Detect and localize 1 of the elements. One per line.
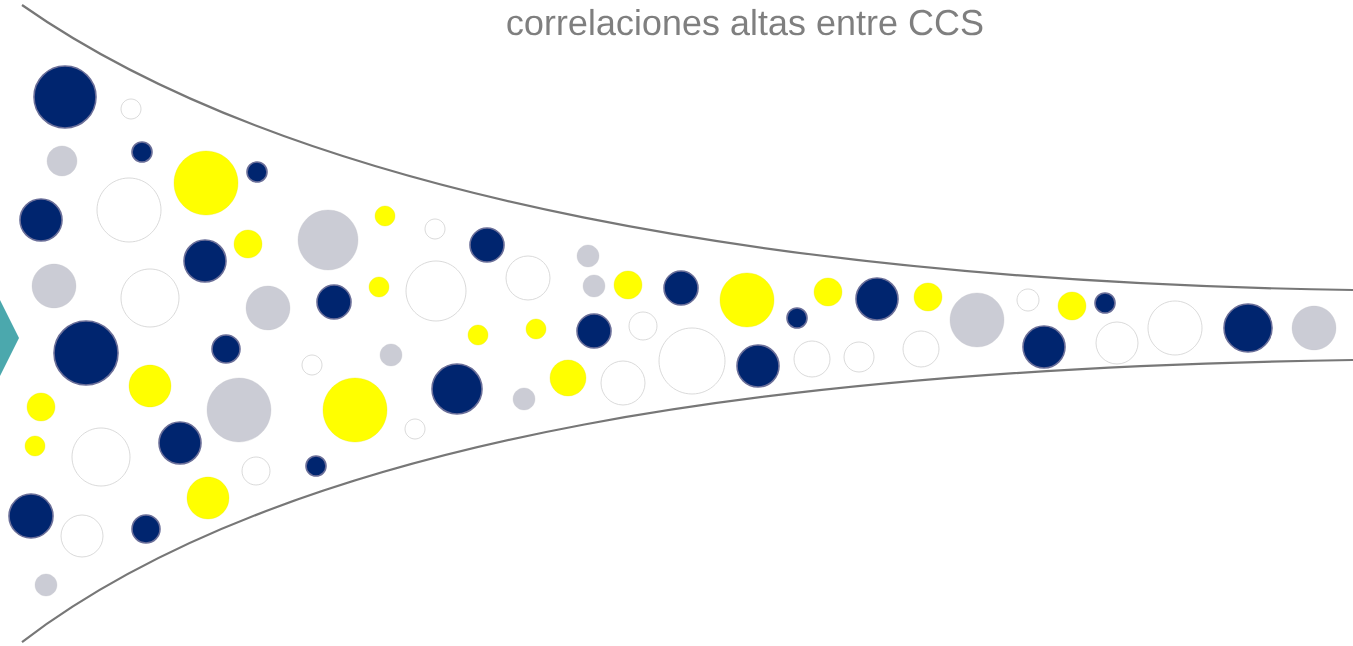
heading: correlaciones altas entre CCS [507, 8, 983, 36]
